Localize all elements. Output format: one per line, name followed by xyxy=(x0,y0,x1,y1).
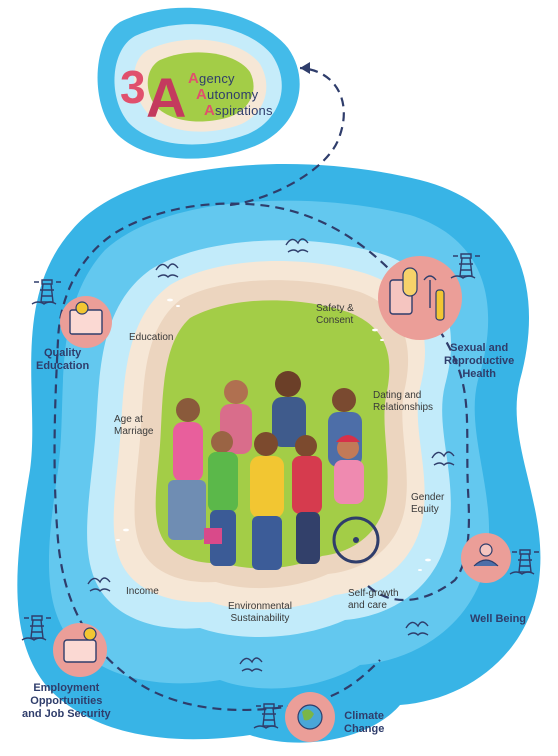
goal-circles xyxy=(53,256,511,742)
dashed-journey-path xyxy=(53,202,471,712)
arrow-head xyxy=(300,62,310,74)
lighthouse-icon xyxy=(21,615,51,641)
dashed-path-to-top xyxy=(229,66,345,207)
brand-number: 3 xyxy=(120,61,146,113)
brand-letter: A xyxy=(146,66,187,129)
briefcase-icon xyxy=(63,639,97,663)
topic-age-at-marriage: Age at Marriage xyxy=(114,414,154,437)
goal-quality-education: Quality Education xyxy=(36,347,90,372)
brand-word-aspirations: Aspirations xyxy=(204,102,273,119)
well-being-circle xyxy=(461,533,511,583)
lighthouse-icon xyxy=(253,703,283,729)
topic-dating-relationships: Dating and Relationships xyxy=(373,390,434,413)
topic-self-growth: Self-growth and care xyxy=(348,588,399,611)
goal-sexual-health: Sexual and Reproductive Health xyxy=(444,342,515,380)
brand-word-autonomy: Autonomy xyxy=(196,86,259,103)
wave-icon xyxy=(285,238,309,253)
topic-education: Education xyxy=(129,332,174,343)
top-island-grass xyxy=(147,52,254,122)
lighthouse-icon xyxy=(31,279,61,305)
goal-climate-change: Climate Change xyxy=(344,710,385,735)
wave-icon xyxy=(405,621,429,636)
lighthouse-icon xyxy=(450,253,480,279)
certificate-icon xyxy=(69,309,103,335)
wave-icon xyxy=(431,451,455,466)
iud-icon xyxy=(423,275,437,308)
pink-bag-icon xyxy=(204,528,222,544)
water-sparkles xyxy=(116,298,431,571)
goal-well-being: Well Being xyxy=(470,613,527,625)
brand-word-agency: Agency xyxy=(188,70,235,87)
wave-icon xyxy=(155,263,179,278)
condom-icon xyxy=(402,267,418,297)
topic-environmental: Environmental Sustainability xyxy=(228,601,292,624)
lighthouse-icon xyxy=(509,549,539,575)
topic-gender-equity: Gender Equity xyxy=(411,492,445,515)
goal-employment: Employment Opportunities and Job Securit… xyxy=(22,682,111,720)
lighthouses xyxy=(21,253,539,729)
waves xyxy=(87,238,455,672)
people-group-illustration xyxy=(168,371,380,570)
topic-income: Income xyxy=(126,586,159,597)
tampon-icon xyxy=(435,289,445,321)
wave-icon xyxy=(239,657,263,672)
meditation-icon xyxy=(479,543,493,557)
topic-safety-consent: Safety & Consent xyxy=(316,303,354,326)
wave-icon xyxy=(87,577,111,592)
